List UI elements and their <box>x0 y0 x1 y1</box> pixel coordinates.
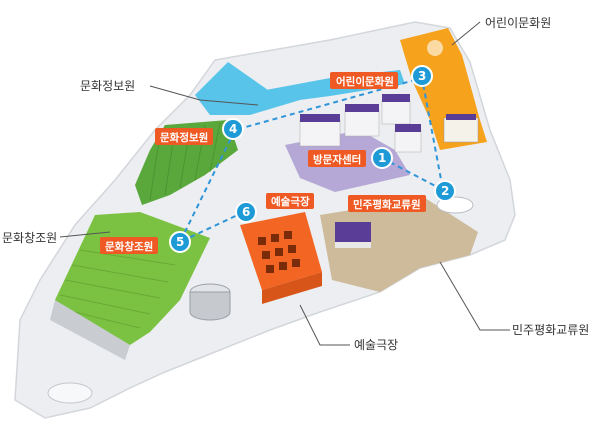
tag-visitor-center[interactable]: 방문자센터 <box>308 150 366 167</box>
svg-text:방문자센터: 방문자센터 <box>313 153 361 166</box>
svg-text:문화창조원: 문화창조원 <box>105 240 153 253</box>
marker-6[interactable]: 6 <box>235 201 257 223</box>
svg-text:5: 5 <box>176 235 184 249</box>
marker-1[interactable]: 1 <box>371 147 393 169</box>
svg-text:6: 6 <box>242 205 250 219</box>
marker-5[interactable]: 5 <box>169 231 191 253</box>
culture-creative-stripes <box>59 249 176 329</box>
children-pond <box>427 40 443 56</box>
tag-children-culture[interactable]: 어린이문화원 <box>330 72 398 89</box>
svg-text:예술극장: 예술극장 <box>271 195 310 208</box>
callout-democracy-peace: 민주평화교류원 <box>512 323 589 337</box>
tour-route <box>177 76 445 245</box>
tag-culture-creative[interactable]: 문화창조원 <box>100 237 158 254</box>
svg-text:민주평화교류원: 민주평화교류원 <box>353 198 421 211</box>
callout-children-culture: 어린이문화원 <box>485 16 551 30</box>
marker-3[interactable]: 3 <box>411 65 433 87</box>
leader-lines <box>59 21 510 346</box>
peace-building-side <box>335 242 371 248</box>
callout-culture-creative: 문화창조원 <box>2 231 57 245</box>
svg-text:문화정보원: 문화정보원 <box>160 131 208 144</box>
creative-side-wall <box>50 300 130 360</box>
svg-text:어린이문화원: 어린이문화원 <box>336 75 394 88</box>
cylinder-body <box>189 291 231 321</box>
campus-buildings <box>299 94 422 153</box>
svg-text:3: 3 <box>418 69 426 83</box>
children-building <box>443 117 479 143</box>
tag-culture-info[interactable]: 문화정보원 <box>155 128 213 145</box>
callout-arts-theater: 예술극장 <box>354 338 398 352</box>
arts-theater-wall <box>262 272 322 304</box>
oval-plaza <box>47 382 93 404</box>
svg-text:1: 1 <box>378 151 386 165</box>
svg-text:2: 2 <box>441 184 449 198</box>
svg-text:4: 4 <box>229 122 237 136</box>
theater-windows <box>258 231 300 273</box>
callout-culture-info: 문화정보원 <box>80 79 135 93</box>
marker-4[interactable]: 4 <box>222 118 244 140</box>
democracy-peace-building <box>335 222 371 242</box>
marker-2[interactable]: 2 <box>434 180 456 202</box>
tag-democracy-peace[interactable]: 민주평화교류원 <box>348 195 426 212</box>
tag-arts-theater[interactable]: 예술극장 <box>266 193 314 209</box>
democracy-peace-plaza[interactable] <box>320 198 478 292</box>
children-roof <box>446 114 476 120</box>
